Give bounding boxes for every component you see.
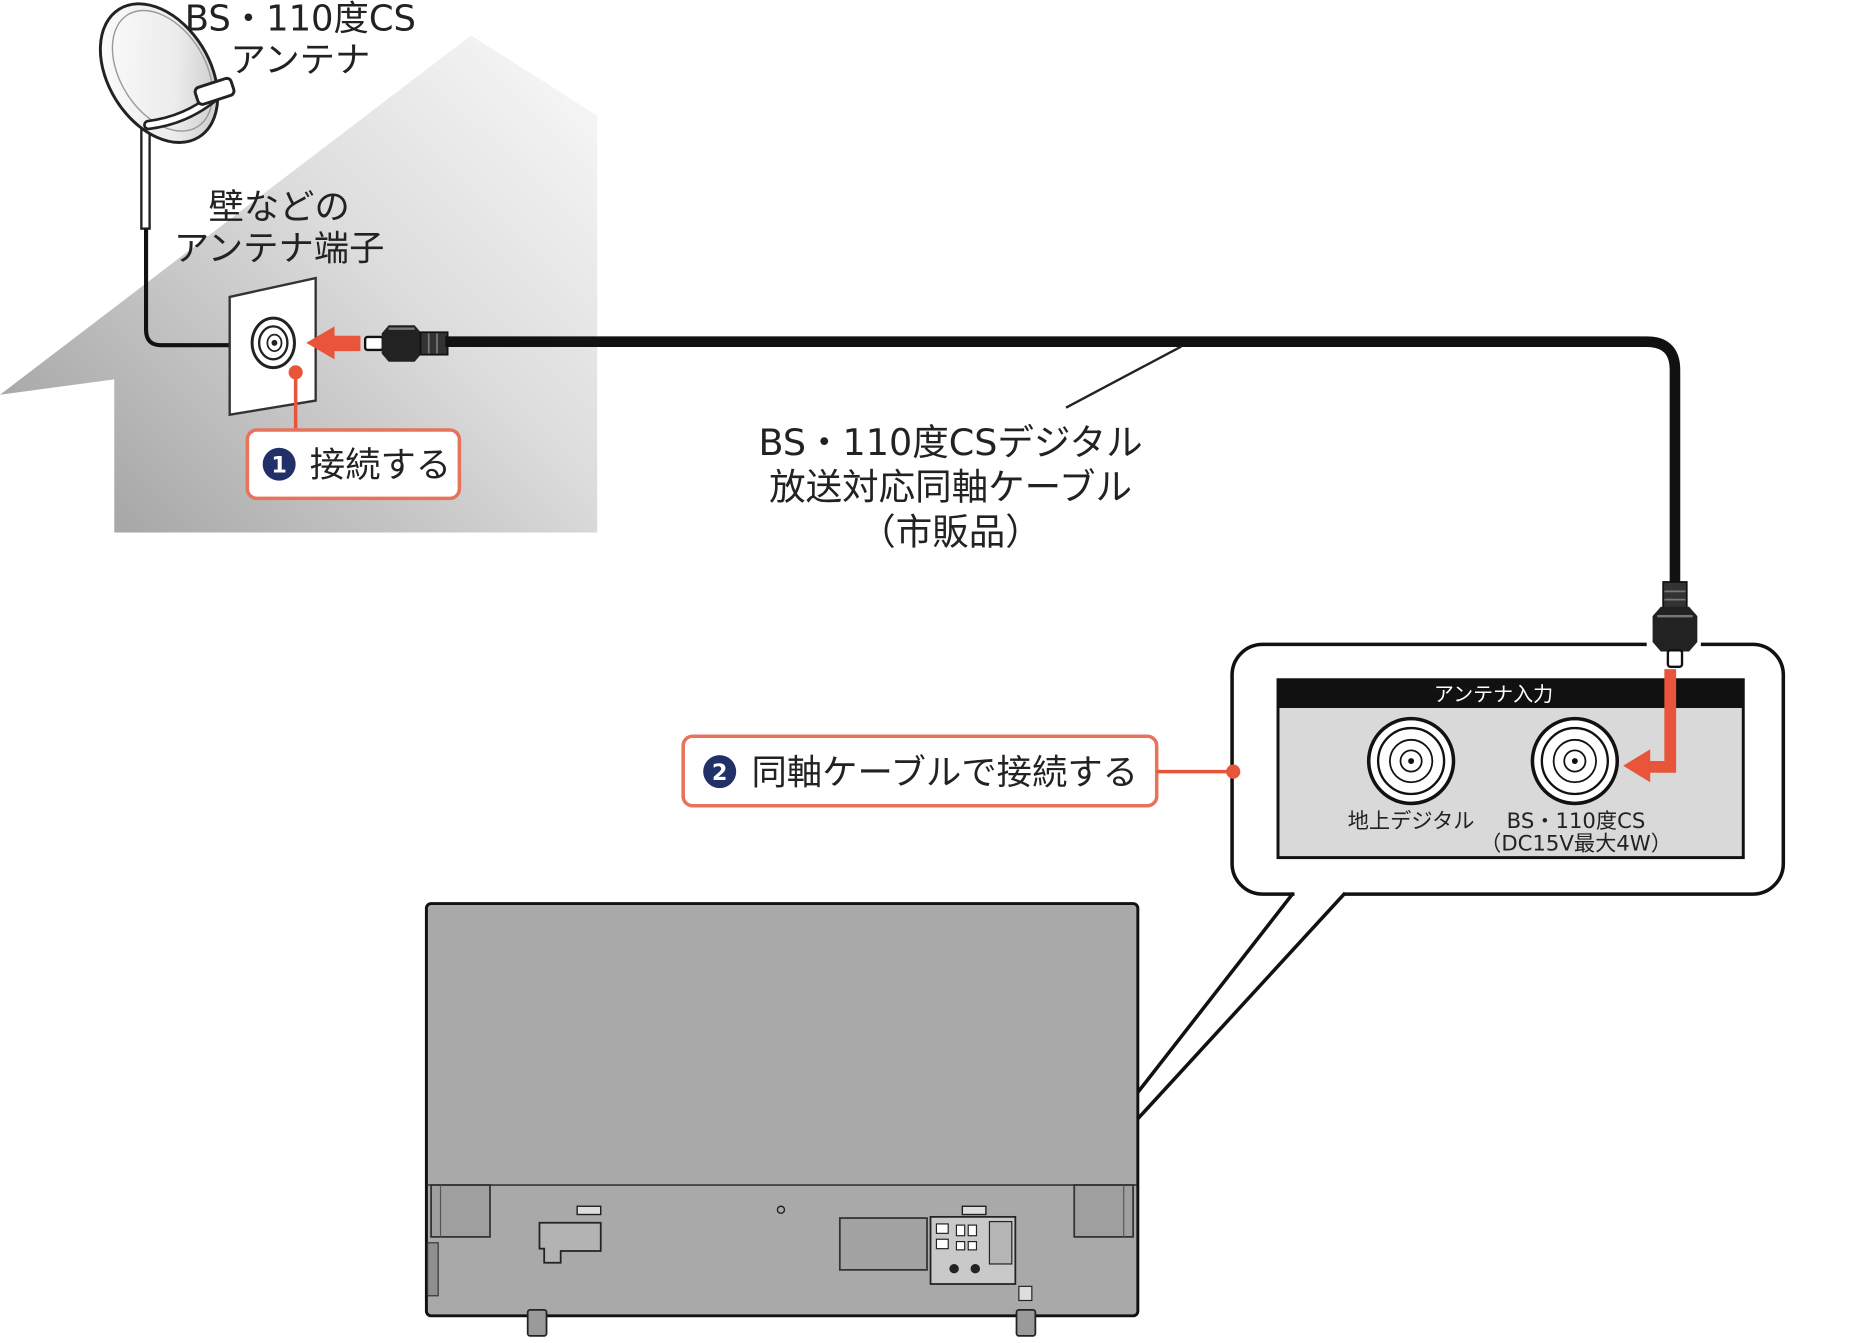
satellite-dish-antenna <box>98 2 236 230</box>
insert-arrowhead <box>1623 749 1651 783</box>
connector-ring <box>1540 726 1609 796</box>
tv-screw-hole <box>776 1205 786 1215</box>
wall-connector-inner-ring <box>266 333 283 352</box>
tv-antenna-terminal <box>949 1263 959 1274</box>
connector-ring <box>1376 726 1446 796</box>
step1-badge-box <box>245 428 462 501</box>
tv-right-foot <box>1015 1309 1037 1337</box>
antenna-pole <box>140 128 151 230</box>
panel-title: アンテナ入力 <box>1434 682 1553 706</box>
step2-label: 同軸ケーブルで接続する <box>751 753 1138 794</box>
plug-hex-nut <box>1652 606 1698 652</box>
tv-terminal-port <box>935 1223 949 1234</box>
tv-terminal-port <box>967 1241 978 1251</box>
tv-right-clip <box>961 1205 987 1216</box>
wall-antenna-terminal <box>228 276 317 417</box>
wall-terminal-label-line2: アンテナ端子 <box>174 228 385 269</box>
cable-label-line2: 放送対応同軸ケーブル <box>769 466 1132 509</box>
wall-terminal-label-line1: 壁などの <box>208 187 349 228</box>
tv-power-inlet <box>538 1221 602 1264</box>
plug-pin <box>363 335 384 352</box>
tv-left-clip <box>576 1205 602 1216</box>
step2-leader-dot <box>1226 764 1241 779</box>
insert-arrow-l-shaped <box>1646 669 1677 773</box>
tv-terminal-port <box>955 1241 966 1251</box>
coaxial-cable <box>445 336 1681 586</box>
wall-connector-middle-ring <box>257 325 289 361</box>
tv-left-foot <box>526 1309 548 1337</box>
antenna-feed-cable <box>143 228 231 348</box>
tv-terminal-port <box>955 1224 966 1237</box>
plug-hex-nut <box>381 325 422 362</box>
connector-pin <box>1408 758 1415 764</box>
wall-connector-pin <box>271 339 278 346</box>
cable-label-line3: （市販品） <box>859 510 1042 553</box>
terrestrial-digital-label: 地上デジタル <box>1348 808 1475 833</box>
antenna-label-line2: アンテナ <box>230 40 370 81</box>
step1-badge: 1 接続する <box>245 428 462 501</box>
tv-terminal-port <box>967 1224 978 1237</box>
step2-number-circle <box>703 755 737 789</box>
tv-rear-view <box>424 902 1140 1337</box>
tv-terminal-port <box>935 1238 949 1250</box>
insert-arrow-left <box>306 326 361 360</box>
cable-label-leader <box>1065 345 1182 409</box>
plug-collar <box>1662 581 1688 610</box>
cable-plug-tv-end <box>1652 581 1698 668</box>
plug-collar <box>419 331 449 356</box>
tv-left-side-buttons <box>426 1242 439 1297</box>
connector-ring <box>1563 749 1587 773</box>
tv-cover-plate <box>838 1217 928 1271</box>
bs-cs-connector <box>1530 716 1620 806</box>
step2-number: 2 <box>712 760 728 786</box>
tv-small-label <box>1018 1285 1033 1302</box>
connector-pin <box>1571 758 1578 764</box>
step1-number-circle <box>262 447 296 481</box>
tv-antenna-terminal <box>970 1263 981 1274</box>
callout-bottom-gap <box>1294 888 1344 899</box>
step1-label: 接続する <box>310 445 451 486</box>
plug-pin <box>1666 649 1684 668</box>
step1-number: 1 <box>271 452 287 478</box>
antenna-input-panel: アンテナ入力 地上デジタル BS・110度CS （DC15V最大4W） <box>1276 678 1745 860</box>
step1-leader-dot <box>288 365 303 380</box>
lnb-converter <box>193 76 236 106</box>
step2-badge: 2 同軸ケーブルで接続する <box>681 734 1159 808</box>
antenna-label-line1: BS・110度CS <box>185 0 416 40</box>
bs-cs-label-line2: （DC15V最大4W） <box>1480 831 1672 856</box>
bs-cs-label-line1: BS・110度CS <box>1507 808 1646 833</box>
connector-ring <box>1399 749 1423 773</box>
tv-back-panel <box>424 902 1140 1318</box>
terrestrial-digital-connector <box>1366 716 1456 806</box>
dish-inner-rim <box>111 9 214 132</box>
tv-terminal-side-block <box>988 1220 1013 1265</box>
cable-label-line1: BS・110度CSデジタル <box>758 421 1142 464</box>
